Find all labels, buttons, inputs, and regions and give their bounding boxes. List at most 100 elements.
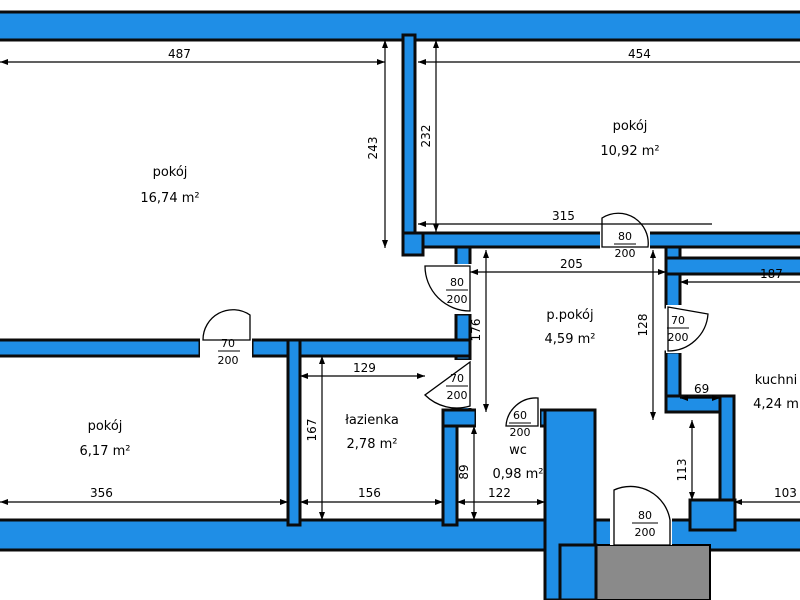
arrowhead xyxy=(650,250,656,258)
dim-156: 156 xyxy=(358,486,381,500)
dim-129: 129 xyxy=(353,361,376,375)
door-kitchen[interactable]: 70 200 xyxy=(666,305,711,353)
arrowhead xyxy=(0,499,8,505)
door-height: 200 xyxy=(668,331,689,344)
arrowhead xyxy=(300,373,308,379)
arrowhead xyxy=(319,512,325,520)
entrance-landing xyxy=(595,544,711,600)
wall-wc-top-left xyxy=(441,408,478,428)
arrowhead xyxy=(382,240,388,248)
door-room2[interactable]: 80 200 xyxy=(600,212,650,260)
wall-room2-bottom-right xyxy=(646,231,800,249)
door-width: 70 xyxy=(450,372,464,385)
dim-89: 89 xyxy=(457,464,471,479)
arrowhead xyxy=(457,499,465,505)
dimension-lines: 487 454 243 232 315 205 187 176 128 129 … xyxy=(0,40,800,520)
arrowhead xyxy=(537,499,545,505)
arrowheads xyxy=(0,40,742,520)
door-width: 70 xyxy=(671,314,685,327)
arrowhead xyxy=(471,426,477,434)
room-area-pokoj-1: 16,74 m² xyxy=(140,191,199,206)
room-name-wc: wc xyxy=(509,443,527,458)
wall-kitchen-top xyxy=(664,256,800,276)
dim-187: 187 xyxy=(760,267,783,281)
dim-167: 167 xyxy=(305,419,319,442)
top-wall xyxy=(0,10,800,42)
wall-room3-top-left xyxy=(0,338,202,358)
arrowhead xyxy=(435,499,443,505)
wall-corner xyxy=(401,231,425,257)
arrowhead xyxy=(417,373,425,379)
arrowhead xyxy=(712,395,720,401)
room-name-pokoj-2: pokój xyxy=(613,119,648,134)
arrowhead xyxy=(650,412,656,420)
door-height: 200 xyxy=(615,247,636,260)
doors: 80 200 80 200 70 200 70 200 xyxy=(200,212,711,546)
bottom-wall-left xyxy=(0,518,562,552)
arrowhead xyxy=(470,269,478,275)
arrowhead xyxy=(433,224,439,232)
room-labels: pokój 16,74 m² pokój 10,92 m² pokój 6,17… xyxy=(80,119,799,482)
arrowhead xyxy=(734,499,742,505)
door-swing xyxy=(424,360,471,409)
arrowhead xyxy=(280,499,288,505)
room-area-ppokoj: 4,59 m² xyxy=(545,332,596,347)
room-area-lazienka: 2,78 m² xyxy=(347,437,398,452)
arrowhead xyxy=(689,492,695,500)
arrowhead xyxy=(680,279,688,285)
door-width: 80 xyxy=(618,230,632,243)
door-width: 80 xyxy=(450,276,464,289)
dim-487: 487 xyxy=(168,47,191,61)
wall-bath-left xyxy=(286,338,302,527)
wall-center-vertical xyxy=(401,33,417,249)
room-area-pokoj-2: 10,92 m² xyxy=(600,144,659,159)
arrowhead xyxy=(658,269,666,275)
room-name-pokoj-3: pokój xyxy=(88,419,123,434)
door-swing xyxy=(667,306,709,352)
door-width: 70 xyxy=(221,337,235,350)
arrowhead xyxy=(680,395,688,401)
wall-room2-bottom-left xyxy=(401,231,605,249)
dim-103: 103 xyxy=(774,486,797,500)
dim-176: 176 xyxy=(469,319,483,342)
dim-232: 232 xyxy=(419,125,433,148)
door-height: 200 xyxy=(635,526,656,539)
door-width: 80 xyxy=(638,509,652,522)
dim-243: 243 xyxy=(366,137,380,160)
door-swing xyxy=(424,265,471,312)
wall-room3-top-right xyxy=(250,338,472,358)
dim-113: 113 xyxy=(675,459,689,482)
arrowhead xyxy=(433,40,439,48)
room-area-wc: 0,98 m² xyxy=(493,467,544,482)
dim-128: 128 xyxy=(636,314,650,337)
door-height: 200 xyxy=(218,354,239,367)
room-name-pokoj-1: pokój xyxy=(153,165,188,180)
door-room3[interactable]: 70 200 xyxy=(200,309,252,367)
dim-315: 315 xyxy=(552,209,575,223)
room-area-kuchnia: 4,24 m xyxy=(753,397,799,412)
dim-356: 356 xyxy=(90,486,113,500)
dim-69: 69 xyxy=(694,382,709,396)
door-swing xyxy=(613,485,671,546)
arrowhead xyxy=(418,221,426,227)
entrance-wall-left xyxy=(558,543,598,600)
door-entrance[interactable]: 80 200 xyxy=(610,470,672,546)
dim-205: 205 xyxy=(560,257,583,271)
door-bathroom[interactable]: 70 200 xyxy=(423,360,473,409)
room-name-kuchnia: kuchni xyxy=(755,373,798,388)
arrowhead xyxy=(483,250,489,258)
door-height: 200 xyxy=(510,426,531,439)
dim-454: 454 xyxy=(628,47,651,61)
door-swing xyxy=(505,397,539,427)
arrowhead xyxy=(377,59,385,65)
dim-122: 122 xyxy=(488,486,511,500)
arrowhead xyxy=(0,59,8,65)
arrowhead xyxy=(382,40,388,48)
arrowhead xyxy=(689,420,695,428)
door-swing xyxy=(601,212,649,248)
arrowhead xyxy=(319,356,325,364)
door-height: 200 xyxy=(447,293,468,306)
room-area-pokoj-3: 6,17 m² xyxy=(80,444,131,459)
door-room1[interactable]: 80 200 xyxy=(423,264,473,314)
